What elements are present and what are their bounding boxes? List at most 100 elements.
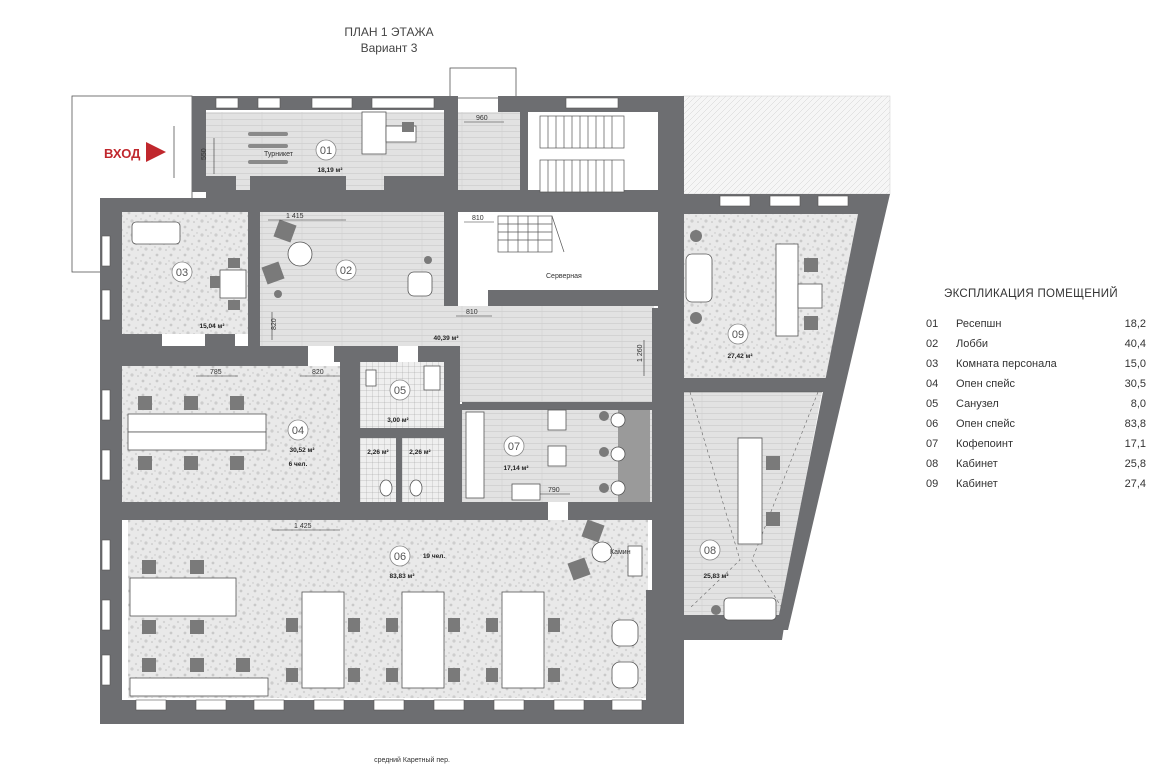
room-06-area: 83,83 м² xyxy=(389,573,415,580)
south-windows xyxy=(101,97,849,711)
legend-row: 07 Кофепоинт 17,1 xyxy=(920,434,1150,454)
terrace-area xyxy=(682,95,891,195)
legend-num: 01 xyxy=(926,318,939,330)
stair-landing xyxy=(449,67,517,99)
dim-820-b: 820 xyxy=(312,369,324,376)
dim-810-b: 810 xyxy=(466,309,478,316)
room-04-people: 6 чел. xyxy=(289,461,308,468)
room-01-area: 18,19 м² xyxy=(317,167,343,174)
room-03-marker: 03 15,04 м² xyxy=(171,261,225,330)
floor-stair-hall xyxy=(458,112,528,190)
room-07-furniture xyxy=(465,409,650,502)
room-02-marker: 02 40,39 м² xyxy=(335,259,459,342)
room-04-area: 30,52 м² xyxy=(289,447,315,454)
dim-550: 550 xyxy=(201,148,208,160)
legend-name: Кофепоинт xyxy=(956,438,1014,450)
dim-1415: 1 415 xyxy=(286,213,304,220)
legend-num: 06 xyxy=(926,418,939,430)
turnstile-icon xyxy=(248,132,288,164)
room-06-number: 06 xyxy=(394,551,406,563)
room-07-marker: 07 17,14 м² xyxy=(503,435,529,472)
dim-960: 960 xyxy=(476,115,488,122)
legend-area: 27,4 xyxy=(1124,478,1146,490)
legend-row: 06 Опен спейс 83,8 xyxy=(920,414,1150,434)
room-02-number: 02 xyxy=(340,265,352,277)
room-05-number: 05 xyxy=(394,385,406,397)
room-06-desks xyxy=(129,519,643,697)
entry-arrow-icon xyxy=(146,142,166,162)
stairs-icon xyxy=(497,115,625,253)
room-09-area: 27,42 м² xyxy=(727,353,753,360)
room-01-marker: 01 18,19 м² xyxy=(315,139,343,174)
legend-name: Кабинет xyxy=(956,478,998,490)
legend-num: 07 xyxy=(926,438,939,450)
legend-num: 05 xyxy=(926,398,939,410)
room-03-area: 15,04 м² xyxy=(199,323,225,330)
room-04-desks xyxy=(127,396,267,470)
wc-areas: 2,26 м² 2,26 м² xyxy=(367,449,431,456)
turnstile-label: Турникет xyxy=(264,151,294,158)
room-03-number: 03 xyxy=(176,267,188,279)
legend-area: 40,4 xyxy=(1124,338,1146,350)
legend-row: 03 Комната персонала 15,0 xyxy=(920,354,1150,374)
legend-name: Лобби xyxy=(956,338,989,350)
room-07-area: 17,14 м² xyxy=(503,465,529,472)
floor-corridor xyxy=(444,306,654,402)
legend-area: 30,5 xyxy=(1124,378,1146,390)
wc-2-area: 2,26 м² xyxy=(409,449,431,456)
legend-name: Опен спейс xyxy=(956,418,1015,430)
legend-row: 01 Ресепшн 18,2 xyxy=(920,314,1150,334)
room-06-marker: 06 19 чел. 83,83 м² xyxy=(389,545,446,580)
legend-row: 08 Кабинет 25,8 xyxy=(920,454,1150,474)
room-08-marker: 08 25,83 м² xyxy=(699,539,729,580)
room-legend: ЭКСПЛИКАЦИЯ ПОМЕЩЕНИЙ 01 Ресепшн 18,2 02… xyxy=(920,288,1150,494)
reception-desk xyxy=(361,111,417,155)
room-02-furniture xyxy=(261,219,433,298)
legend-row: 04 Опен спейс 30,5 xyxy=(920,374,1150,394)
room-08-furniture xyxy=(684,391,822,621)
entry-label: ВХОД xyxy=(104,146,141,161)
room-05-marker: 05 3,00 м² xyxy=(387,379,411,424)
room-01-number: 01 xyxy=(320,145,332,157)
plan-title: ПЛАН 1 ЭТАЖА xyxy=(344,25,433,39)
legend-num: 08 xyxy=(926,458,939,470)
legend-num: 03 xyxy=(926,358,939,370)
room-09-marker: 09 27,42 м² xyxy=(727,323,753,360)
street-label: средний Каретный пер. xyxy=(374,756,450,764)
floor-server xyxy=(462,212,654,290)
legend-name: Санузел xyxy=(956,398,999,410)
legend-area: 18,2 xyxy=(1124,318,1146,330)
room-07-number: 07 xyxy=(508,441,520,453)
room-09-number: 09 xyxy=(732,329,744,341)
legend-num: 02 xyxy=(926,338,939,350)
toilet-icon xyxy=(340,365,444,502)
room-04-marker: 04 30,52 м² 6 чел. xyxy=(287,419,315,468)
legend-area: 15,0 xyxy=(1124,358,1146,370)
wc-1-area: 2,26 м² xyxy=(367,449,389,456)
plan-subtitle: Вариант 3 xyxy=(361,41,418,55)
legend-name: Комната персонала xyxy=(956,358,1057,370)
server-label: Серверная xyxy=(546,273,582,280)
legend-num: 09 xyxy=(926,478,939,490)
legend-name: Ресепшн xyxy=(956,318,1002,330)
legend-row: 09 Кабинет 27,4 xyxy=(920,474,1150,494)
room-02-area: 40,39 м² xyxy=(433,335,459,342)
dim-785: 785 xyxy=(210,369,222,376)
legend-name: Опен спейс xyxy=(956,378,1015,390)
dimensions: 960 550 810 1 415 820 810 1 260 785 820 … xyxy=(196,115,645,531)
legend-area: 17,1 xyxy=(1124,438,1146,450)
room-06-people: 19 чел. xyxy=(423,553,446,560)
legend-area: 25,8 xyxy=(1124,458,1146,470)
dim-790: 790 xyxy=(548,487,560,494)
room-08-area: 25,83 м² xyxy=(703,573,729,580)
dim-1260: 1 260 xyxy=(637,344,644,362)
room-04-number: 04 xyxy=(292,425,304,437)
room-09-furniture xyxy=(685,230,823,337)
legend-title: ЭКСПЛИКАЦИЯ ПОМЕЩЕНИЙ xyxy=(944,288,1118,300)
fireplace-label: Камин xyxy=(610,549,631,556)
room-05-area: 3,00 м² xyxy=(387,417,409,424)
room-08-number: 08 xyxy=(704,545,716,557)
dim-810-a: 810 xyxy=(472,215,484,222)
legend-row: 05 Санузел 8,0 xyxy=(920,394,1150,414)
